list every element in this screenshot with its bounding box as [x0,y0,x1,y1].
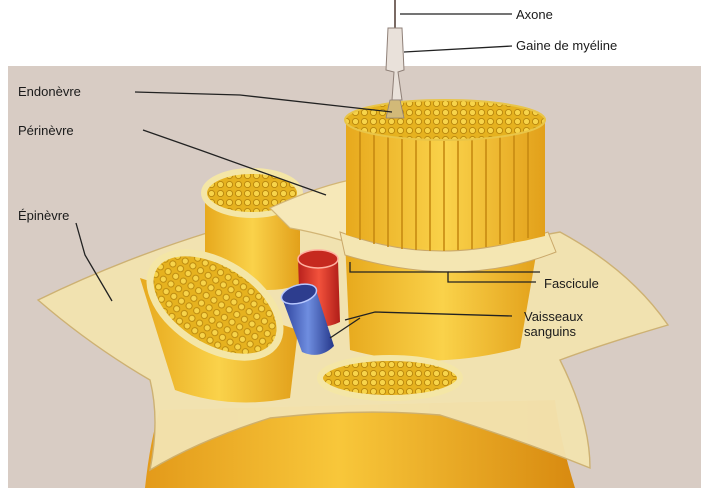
label-fascicule: Fascicule [544,276,599,291]
fascicle-small [320,358,460,398]
fiber-bundle-top [345,100,545,140]
label-axone: Axone [516,7,553,22]
label-epinevre: Épinèvre [18,208,69,223]
label-vaisseaux: Vaisseaux [524,309,583,324]
label-endonevre: Endonèvre [18,84,81,99]
label-gaine-de-myeline: Gaine de myéline [516,38,617,53]
artery-top [298,250,338,268]
label-sanguins: sanguins [524,324,576,339]
label-perinevre: Périnèvre [18,123,74,138]
